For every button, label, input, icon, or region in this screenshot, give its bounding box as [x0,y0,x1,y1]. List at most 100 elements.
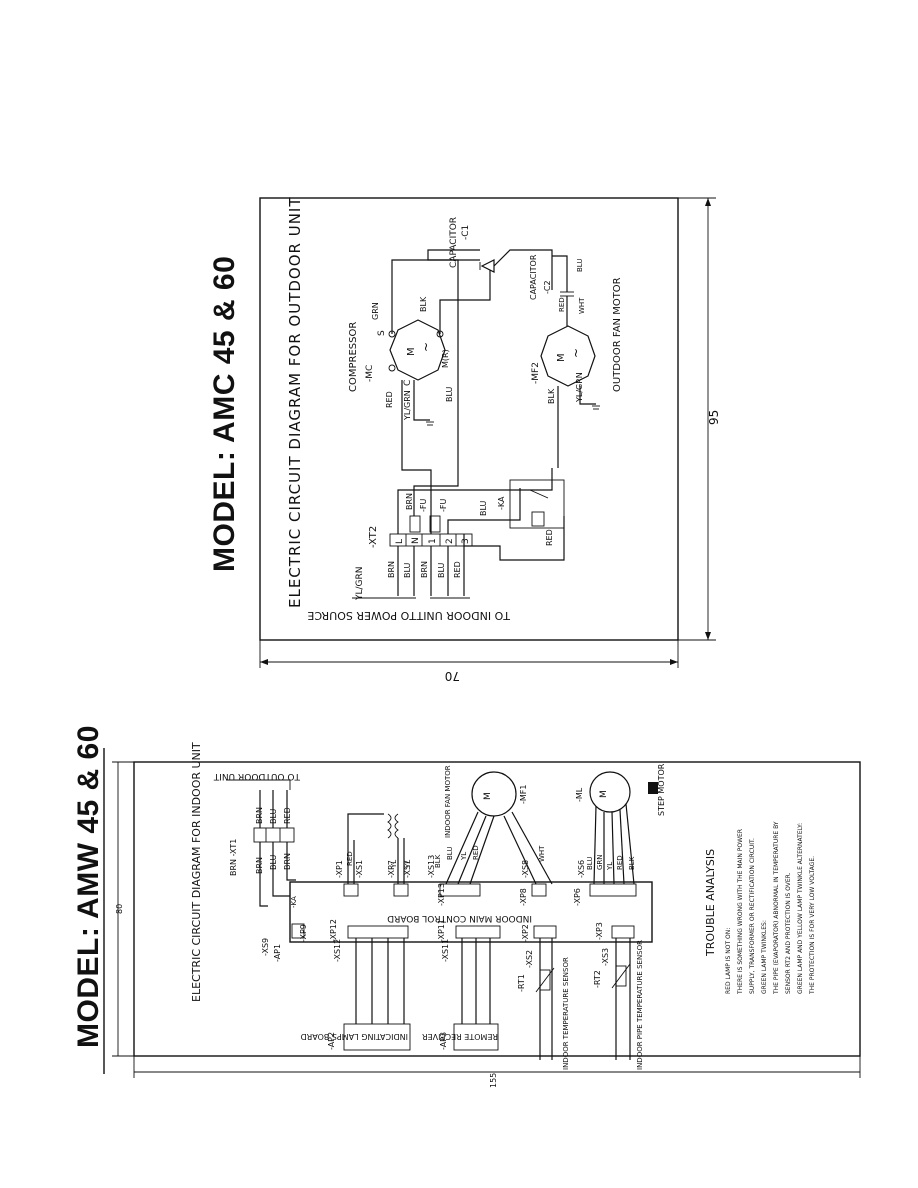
terminal-l: L [395,539,405,544]
capacitor1-label: CAPACITOR [449,217,459,268]
xs2-label: -XS2 [525,950,534,968]
xp6-label: -XP6 [573,888,582,906]
fu2-label: -FU [439,499,448,512]
xp13-label: -XP13 [437,883,446,906]
fan-tilde-label: ~ [569,348,583,358]
xt1-blu2-label: BLU [269,854,278,870]
xt1-brn2-label: BRN [255,857,264,874]
step-motor: M STEP MOTOR -ML [575,763,666,816]
xp8-label: -XP8 [519,888,528,906]
trouble-line-3: SUPPLY, TRANSFORMER OR RECTIFICATION CIR… [749,838,756,994]
rt1-label: -RT1 [517,974,526,992]
mf2-label: -MF2 [531,362,541,384]
to-power-source-label: TO POWER SOURCE [307,609,417,622]
fan-wht-w-label: WHT [538,845,546,862]
fan-blu-w-label: BLU [446,847,454,860]
capacitor2-label: CAPACITOR [529,254,538,300]
indoor-pipe-temperature-sensor: -RT2 INDOOR PIPE TEMPERATURE SENSOR [593,940,644,1070]
trouble-line-5: THE PIPE (EVAPORATOR) ABNORMAL IN TEMPER… [773,821,780,995]
c1-label: -C1 [461,225,471,240]
outdoor-diagram-title: ELECTRIC CIRCUIT DIAGRAM FOR OUTDOOR UNI… [286,196,304,608]
xs13-label: -XS13 [427,855,436,878]
ap1-label: -AP1 [273,944,282,962]
step-grn-label: GRN [596,854,604,870]
outdoor-yl-grn-label: YL/GRN [355,566,365,601]
outdoor-circuit-diagram: 95 70 ELECTRIC CIRCUIT DIAGRAM FOR OUTDO… [259,196,721,683]
compressor-label: COMPRESSOR [348,322,359,392]
xs7-yl-label: YL [390,860,398,869]
indoor-fan-motor-label: INDOOR FAN MOTOR [444,765,452,838]
ka-label: -KA [497,496,506,510]
compressor-blk-label: BLK [419,296,428,312]
wire-label-red-3: RED [453,561,462,578]
indoor-temp-sensor-label: INDOOR TEMPERATURE SENSOR [562,957,570,1070]
xp2-label: -XP2 [521,924,530,942]
fuse-1 [409,515,421,533]
ap2-label: -AP2 [327,1032,336,1050]
c2-blu-label: BLU [576,259,584,272]
terminal-block-xt2: L N 1 2 3 [389,533,473,547]
fan-yl-grn-label: YL/GRN [575,372,584,403]
relay-ka: -KA [497,479,565,529]
xt1-label: BRN -XT1 [229,839,238,876]
indoor-frame [133,761,861,1057]
trouble-line-8: THE PROTECTION IS FOR VERY LOW VOLTAGE. [809,856,816,995]
c2-label: -C2 [543,280,552,294]
xs7-yl2-label: YL [404,860,412,869]
fu1-label: -FU [419,499,428,512]
remote-receiver-label: REMOTE RECEIVER [422,1032,498,1041]
terminal-block-xt1: BRN -XT1 [229,827,295,876]
trouble-analysis: TROUBLE ANALYSIS RED LAMP IS NOT ON: THE… [704,821,816,995]
indoor-pipe-sensor-label: INDOOR PIPE TEMPERATURE SENSOR [636,940,644,1070]
outdoor-dim-height: 95 [707,410,721,425]
xp7-label: -XP7 [387,860,396,878]
ap3-label: -AP3 [439,1032,448,1050]
xs7-label: -XS7 [403,860,412,878]
fan-red-w-label: RED [472,845,480,860]
xs9-label: -XS9 [261,938,270,956]
xs1-label: -XS1 [355,860,364,878]
outdoor-fan-motor: M ~ OUTDOOR FAN MOTOR -MF2 [531,277,623,392]
terminal-1: 1 [428,538,438,544]
step-red-label: RED [616,855,624,870]
terminal-2: 2 [445,538,455,544]
xs8-label: -XS8 [521,860,530,878]
terminal-n: N [411,537,421,544]
indoor-fan-m-label: M [483,792,493,800]
capacitor-c2: CAPACITOR -C2 BLU RED WHT [529,254,586,314]
indoor-temperature-sensor: -RT1 INDOOR TEMPERATURE SENSOR [517,957,570,1070]
xs11-label: -XS11 [441,939,450,962]
xp3-label: -XP3 [595,922,604,940]
board-ka-label: -KA [290,896,298,908]
compressor-red-label: RED [385,391,394,408]
xp11-label: -XP11 [437,919,446,942]
trouble-line-7: GREEN LAMP AND YELLOW LAMP TWINKLE ALTER… [797,823,804,994]
transformer [387,813,399,839]
compressor-yl-grn-label: YL/GRN [403,390,412,421]
wire-label-blu-n: BLU [403,562,412,578]
ml-label: -ML [575,787,584,802]
step-blk-label: BLK [628,856,636,870]
trouble-line-1: RED LAMP IS NOT ON: [725,928,732,994]
compressor-m-label: M [406,347,417,356]
step-m-label: M [599,790,609,798]
wire-label-brn-top: BRN [405,493,414,510]
fan-m-label: M [556,353,567,362]
xp9-label: -XP9 [299,924,308,942]
indoor-dim-height: 80 [115,904,124,914]
capacitor-c1: CAPACITOR -C1 [449,217,495,273]
fan-yl-w-label: YL [460,852,468,861]
wire-label-red-ka: RED [545,529,554,546]
xp1-label: -XP1 [335,860,344,878]
trouble-line-4: GREEN LAMP TWINKLES: [761,920,768,994]
wire-label-brn-l: BRN [387,561,396,578]
compressor-tilde-label: ~ [419,342,433,352]
fan-blk-label: BLK [547,388,556,404]
to-indoor-unit-label: TO INDOOR UNIT [416,609,511,622]
step-motor-label: STEP MOTOR [657,763,666,816]
mf1-label: -MF1 [519,785,528,804]
fuse-2 [429,515,441,533]
indoor-fan-motor: M INDOOR FAN MOTOR -MF1 [444,765,528,838]
terminal-3: 3 [461,538,471,544]
terminal-r-label: M(R) [441,349,450,368]
